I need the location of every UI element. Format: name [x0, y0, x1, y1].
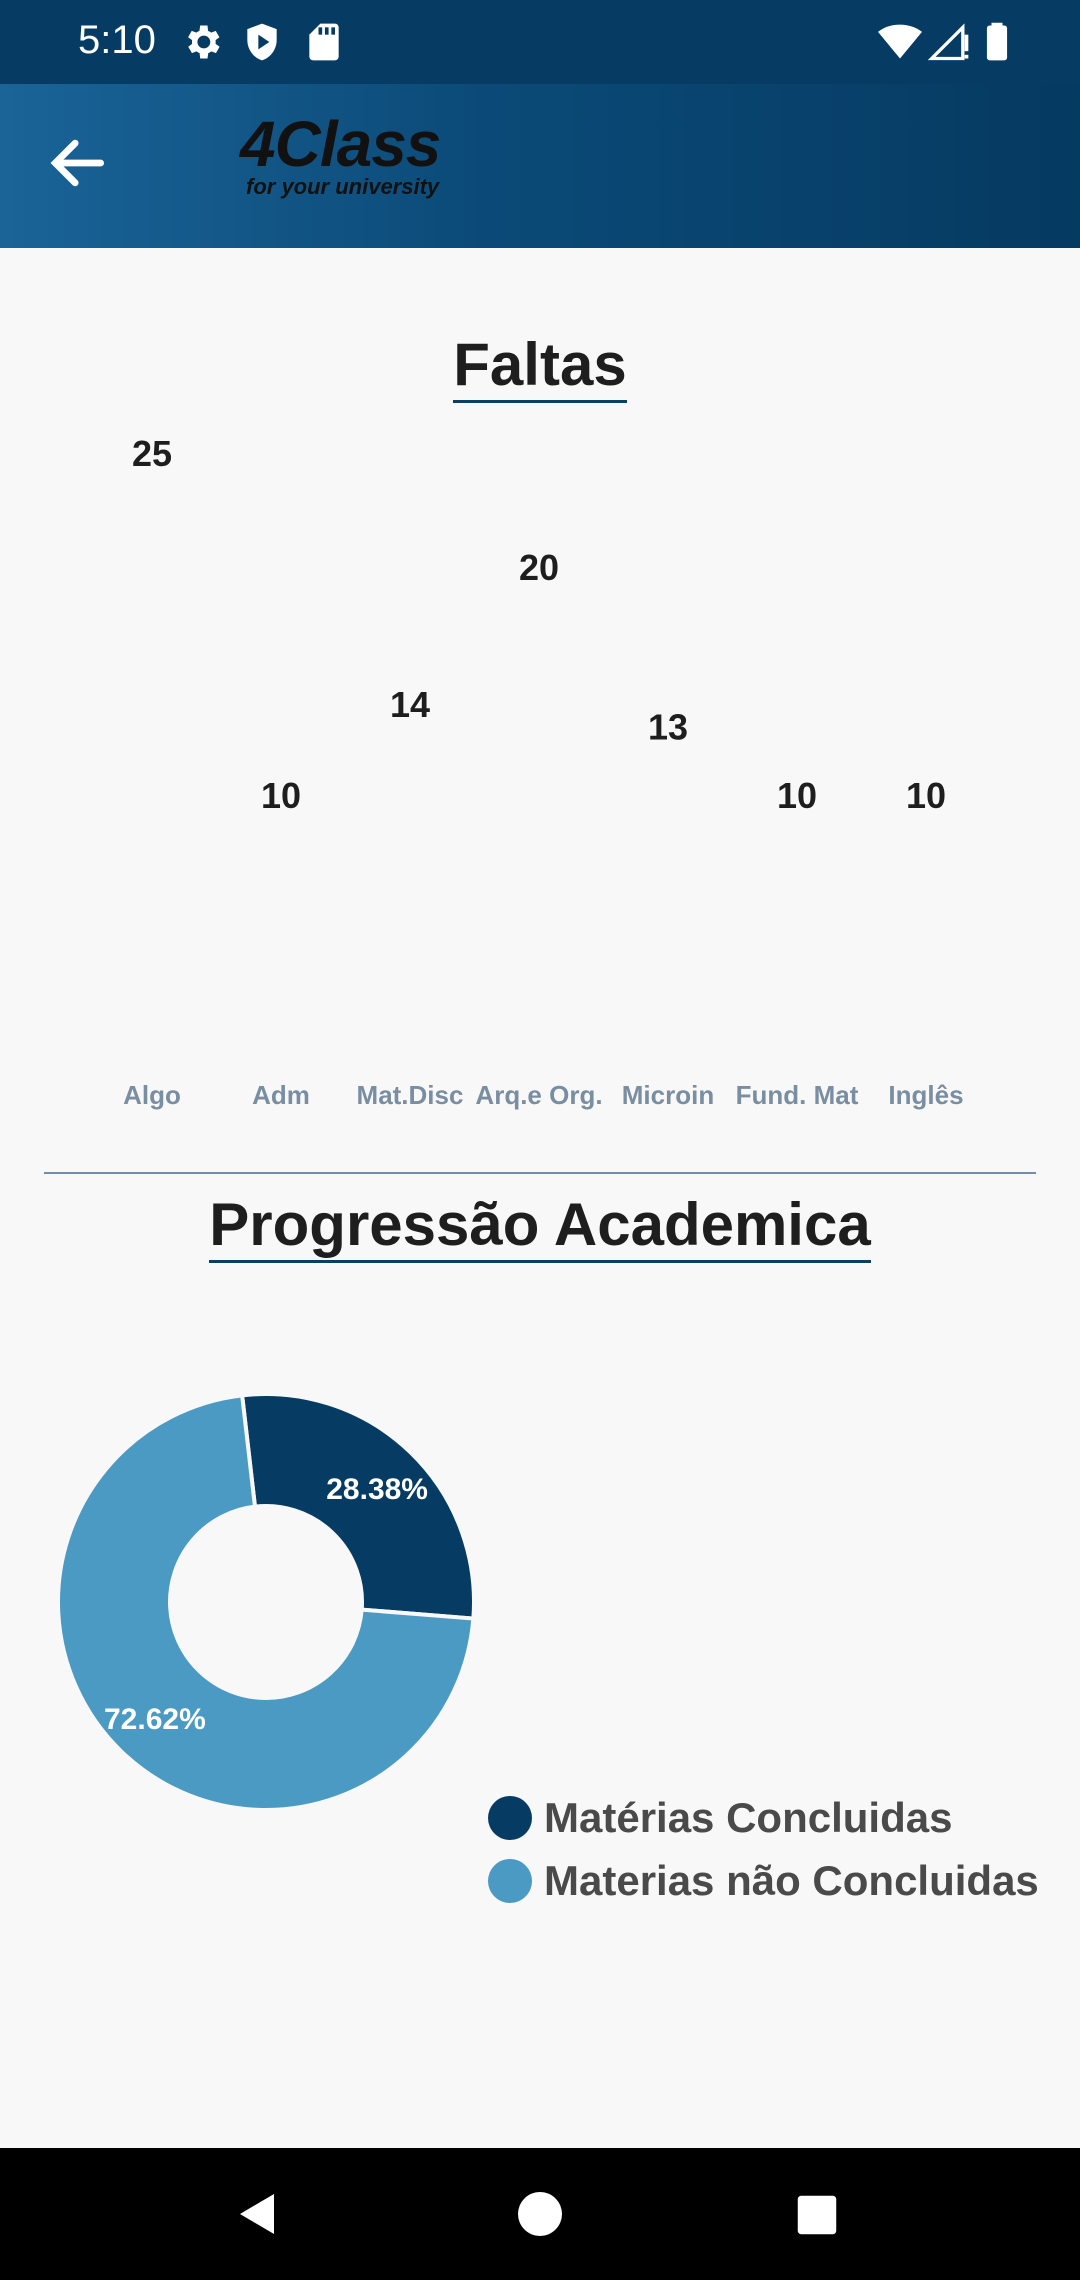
legend-label-concluidas: Matérias Concluidas [544, 1793, 953, 1841]
x-tick-label: Microin [622, 1080, 714, 1110]
legend-dot-nao-concluidas [488, 1858, 532, 1903]
battery-icon [986, 22, 1008, 61]
recents-square-icon[interactable] [796, 2194, 838, 2236]
bar-value-label: 10 [261, 775, 301, 816]
x-tick-label: Inglês [888, 1080, 963, 1110]
chart-legend: Matérias Concluidas Materias não Conclui… [488, 1786, 1039, 1912]
progress-donut-chart: 28.38% 72.62% [56, 1392, 476, 1812]
navigation-bar [0, 2148, 1080, 2280]
donut-slice-nao-concluidas [56, 1393, 476, 1812]
back-button[interactable] [44, 129, 112, 197]
progress-title: Progressão Academica [0, 1190, 1080, 1263]
bar-value-label: 20 [519, 547, 559, 588]
legend-label-nao-concluidas: Materias não Concluidas [544, 1856, 1039, 1904]
x-tick-label: Mat.Disc [357, 1080, 464, 1110]
legend-item-concluidas: Matérias Concluidas [488, 1786, 1039, 1849]
app-logo: 4Class for your university [240, 108, 441, 199]
faltas-title: Faltas [0, 330, 1080, 403]
bar-value-label: 25 [132, 433, 172, 474]
bar-value-label: 10 [906, 775, 946, 816]
x-tick-label: Adm [252, 1080, 310, 1110]
wifi-icon [878, 24, 922, 59]
app-bar: 4Class for your university [0, 84, 1080, 248]
gear-icon [188, 25, 220, 59]
bar-value-label: 13 [648, 707, 688, 748]
shield-play-icon [247, 23, 277, 61]
legend-dot-concluidas [488, 1795, 532, 1840]
bar-value-label: 14 [390, 684, 430, 725]
home-circle-icon[interactable] [518, 2192, 562, 2236]
status-time: 5:10 [78, 18, 156, 62]
logo-subtitle: for your university [246, 174, 440, 199]
section-divider [44, 1172, 1036, 1174]
x-tick-label: Fund. Mat [736, 1080, 859, 1110]
logo-title: 4Class [240, 108, 441, 180]
sd-card-icon [309, 23, 339, 61]
x-tick-label: Algo [123, 1080, 181, 1110]
back-triangle-icon[interactable] [234, 2190, 282, 2238]
donut-value-label: 72.62% [104, 1703, 206, 1736]
signal-icon [928, 23, 969, 61]
donut-value-label: 28.38% [326, 1473, 428, 1506]
x-tick-label: Arq.e Org. [475, 1080, 602, 1110]
status-bar: 5:10 [0, 0, 1080, 84]
legend-item-nao-concluidas: Materias não Concluidas [488, 1849, 1039, 1912]
donut-slice-concluidas [239, 1392, 476, 1621]
bar-value-label: 10 [777, 775, 817, 816]
